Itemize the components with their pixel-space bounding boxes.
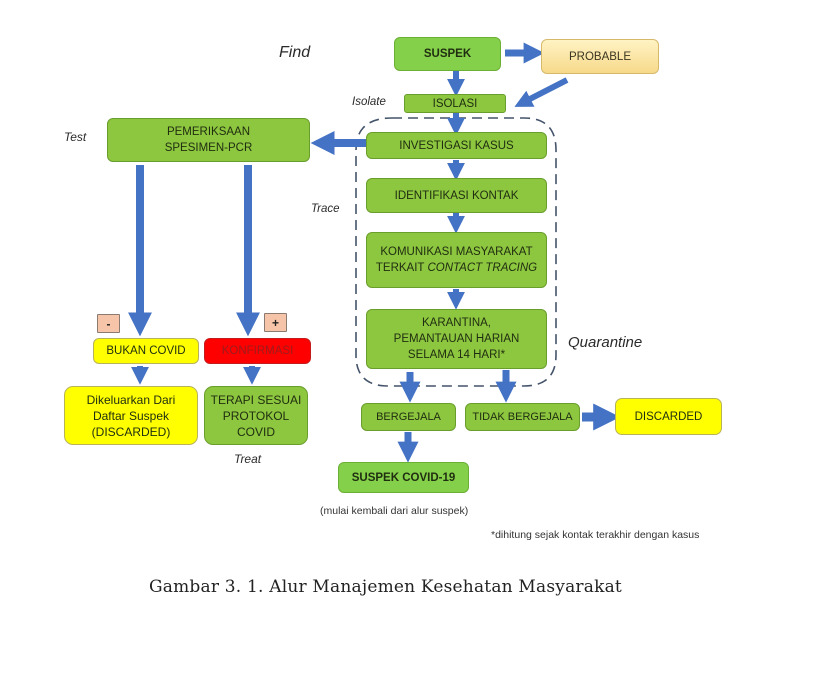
node-komunikasi-line1: KOMUNIKASI MASYARAKAT (380, 246, 533, 258)
arrow-probable-to-isolasi (514, 77, 569, 107)
negative-sign: - (97, 314, 120, 333)
node-karantina-line3: SELAMA 14 HARI* (407, 349, 506, 361)
node-dikeluarkan: Dikeluarkan Dari Daftar Suspek (DISCARDE… (64, 386, 198, 445)
node-identifikasi-text: IDENTIFIKASI KONTAK (394, 189, 519, 202)
node-discarded-text: DISCARDED (634, 410, 703, 423)
node-isolasi-text: ISOLASI (432, 97, 478, 110)
restart-note: (mulai kembali dari alur suspek) (320, 505, 469, 517)
node-konfirmasi-text: KONFIRMASI (221, 345, 294, 357)
node-konfirmasi: KONFIRMASI (204, 338, 311, 364)
node-suspek-covid-19: SUSPEK COVID-19 (338, 462, 469, 493)
node-pemeriksaan-line2: SPESIMEN-PCR (164, 142, 253, 154)
stage-label-trace: Trace (311, 203, 340, 215)
positive-sign: + (264, 313, 287, 332)
node-terapi-line1: TERAPI SESUAI (210, 392, 302, 407)
negative-sign-text: - (106, 316, 111, 331)
node-suspek: SUSPEK (394, 37, 501, 71)
node-komunikasi-masyarakat: KOMUNIKASI MASYARAKAT TERKAIT CONTACT TR… (366, 232, 547, 288)
figure-caption: Gambar 3. 1. Alur Manajemen Kesehatan Ma… (149, 577, 622, 597)
stage-label-test: Test (64, 130, 87, 144)
node-suspek-text: SUSPEK (423, 48, 472, 60)
node-isolasi: ISOLASI (404, 94, 506, 113)
node-tidak-bergejala: TIDAK BERGEJALA (465, 403, 580, 431)
node-bergejala-text: BERGEJALA (376, 411, 441, 423)
stage-label-treat: Treat (234, 452, 262, 466)
node-bukan-covid-text: BUKAN COVID (106, 345, 186, 357)
stage-label-find: Find (279, 44, 311, 61)
node-dikeluarkan-line3: (DISCARDED) (91, 424, 171, 439)
node-terapi: TERAPI SESUAI PROTOKOL COVID (204, 386, 308, 445)
node-probable-text: PROBABLE (569, 50, 631, 63)
node-discarded: DISCARDED (615, 398, 722, 435)
node-komunikasi-line2: TERKAIT CONTACT TRACING (376, 260, 537, 276)
stage-label-isolate: Isolate (352, 96, 386, 108)
node-karantina-line1: KARANTINA, (421, 317, 491, 329)
node-probable: PROBABLE (541, 39, 659, 74)
node-bukan-covid: BUKAN COVID (93, 338, 199, 364)
node-karantina-line2: PEMANTAUAN HARIAN (393, 333, 520, 345)
node-tidak-bergejala-text: TIDAK BERGEJALA (472, 411, 573, 423)
node-bergejala: BERGEJALA (361, 403, 456, 431)
node-suspek-covid-text: SUSPEK COVID-19 (351, 471, 456, 484)
node-komunikasi-line2-italic: CONTACT TRACING (427, 262, 538, 274)
node-komunikasi-line2-prefix: TERKAIT (375, 262, 428, 274)
node-terapi-line2: PROTOKOL (222, 408, 290, 423)
node-terapi-line3: COVID (236, 424, 275, 439)
node-investigasi-kasus: INVESTIGASI KASUS (366, 132, 547, 159)
node-identifikasi-kontak: IDENTIFIKASI KONTAK (366, 178, 547, 213)
node-investigasi-text: INVESTIGASI KASUS (399, 139, 514, 152)
trace-quarantine-boundary (355, 117, 557, 387)
node-karantina: KARANTINA, PEMANTAUAN HARIAN SELAMA 14 H… (366, 309, 547, 369)
positive-sign-text: + (271, 315, 279, 330)
node-pemeriksaan-line1: PEMERIKSAAN (166, 126, 251, 138)
stage-label-quarantine: Quarantine (568, 334, 643, 351)
node-pemeriksaan-spesimen-pcr: PEMERIKSAAN SPESIMEN-PCR (107, 118, 310, 162)
node-dikeluarkan-line1: Dikeluarkan Dari (86, 392, 176, 407)
node-dikeluarkan-line2: Daftar Suspek (92, 408, 170, 423)
footnote: *dihitung sejak kontak terakhir dengan k… (491, 529, 700, 541)
